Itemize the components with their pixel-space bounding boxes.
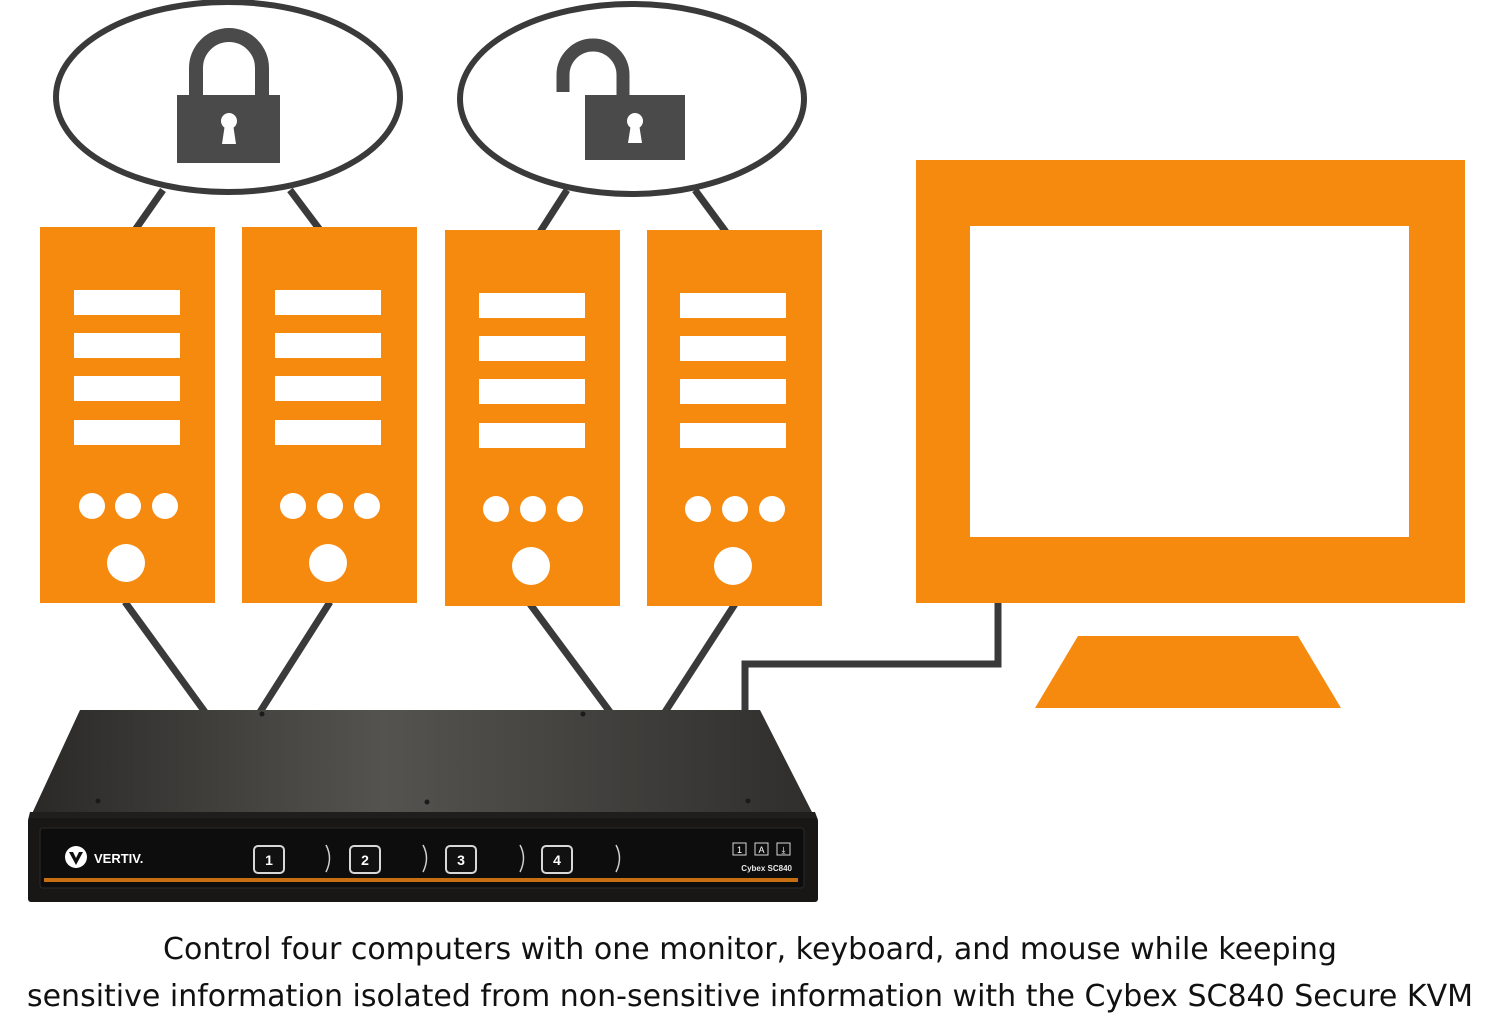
port-button-4[interactable]: 4 <box>541 845 573 874</box>
connector-line <box>692 187 729 235</box>
port-button-1[interactable]: 1 <box>253 845 285 874</box>
indicator-screen: 1 <box>737 845 742 855</box>
computer-tower-icon <box>445 230 620 606</box>
connector-line <box>287 187 323 233</box>
port-button-2[interactable]: 2 <box>349 845 381 874</box>
computer-tower-icon <box>40 227 215 603</box>
device-brand: VERTIV. <box>94 851 143 866</box>
indicator-caps: A <box>758 845 764 855</box>
connector-line <box>132 187 166 233</box>
vertiv-logo-icon <box>65 846 87 868</box>
lock-open-icon <box>556 38 685 160</box>
computer-tower-icon <box>242 227 417 603</box>
device-model: Cybex SC840 <box>741 864 792 873</box>
indicator-icons <box>732 842 791 856</box>
indicator-scroll: ⤓ <box>782 845 786 855</box>
monitor-cable <box>741 603 1002 712</box>
port-label: 3 <box>457 852 465 868</box>
port-label: 4 <box>553 852 561 868</box>
monitor-icon <box>916 160 1465 708</box>
connection-lines <box>122 187 1002 715</box>
port-label: 2 <box>361 852 369 868</box>
caption-line-2: sensitive information isolated from non-… <box>26 979 1474 1014</box>
connector-line <box>122 599 208 715</box>
connector-line <box>527 601 613 715</box>
port-button-3[interactable]: 3 <box>445 845 477 874</box>
connector-line <box>257 600 333 714</box>
connector-line <box>662 602 738 714</box>
kvm-switch-device: VERTIV. 1 2 3 4 1 A ⤓ Cybex S <box>28 710 818 902</box>
port-label: 1 <box>265 852 273 868</box>
caption-line-1: Control four computers with one monitor,… <box>163 932 1337 967</box>
computer-tower-icon <box>647 230 822 606</box>
lock-closed-icon <box>177 28 280 163</box>
connector-line <box>537 188 570 234</box>
